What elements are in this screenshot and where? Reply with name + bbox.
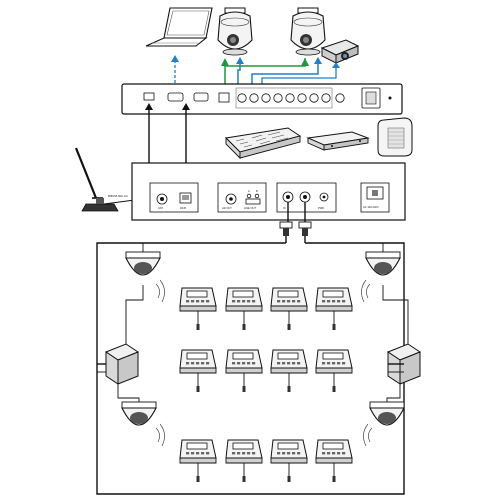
port-rj45-label: RJ45 <box>180 206 187 210</box>
port-in-label: IN <box>283 206 286 210</box>
port-ant-label: ANT <box>158 206 164 210</box>
junction-box-icon <box>97 343 140 385</box>
delegate-units <box>179 287 353 482</box>
bnc-tee-connector-left <box>279 202 293 243</box>
laptop-icon <box>145 7 213 47</box>
voting-unit-icon <box>315 287 353 330</box>
signal-waves <box>155 279 373 447</box>
voting-unit-icon <box>315 349 353 392</box>
video-port-row <box>237 93 345 103</box>
voting-unit-icon <box>225 439 263 482</box>
voting-unit-icon <box>179 439 217 482</box>
voting-unit-icon <box>270 439 308 482</box>
speaker-icon <box>377 117 413 157</box>
main-trunk-cable <box>96 242 405 495</box>
antenna-icon <box>74 147 119 212</box>
voting-unit-icon <box>225 287 263 330</box>
mixer-icon <box>224 127 302 160</box>
voting-unit-icon <box>270 287 308 330</box>
junction-box-icon <box>386 343 422 385</box>
lower-unit-rear-panel: ANT RJ45 AR OUT LINE OUT A B IN PWR AC 1… <box>131 162 406 221</box>
voting-unit-icon <box>179 349 217 392</box>
voting-unit-icon <box>315 439 353 482</box>
upper-unit-rear-panel <box>121 83 403 115</box>
port-pwr-label: PWR <box>318 206 324 210</box>
projector-blue-link <box>251 58 319 88</box>
bnc-tee-connector-right <box>298 202 312 243</box>
dome-camera-icon <box>125 251 161 276</box>
mains-label: AC 100-240V <box>363 205 379 209</box>
amplifier-icon <box>306 131 370 151</box>
port-ar-out-label: AR OUT <box>222 206 232 210</box>
voting-unit-icon <box>179 287 217 330</box>
port-b-label: B <box>256 189 258 193</box>
ptz-camera-icon <box>217 7 253 56</box>
ptz-camera-icon <box>290 7 326 56</box>
voting-unit-icon <box>225 349 263 392</box>
projector-icon <box>320 39 360 64</box>
dome-camera-icon <box>121 401 157 426</box>
dome-camera-icon <box>365 251 401 276</box>
voting-unit-icon <box>270 349 308 392</box>
port-a-label: A <box>248 189 250 193</box>
antenna-caption: 868/915 MHz Ant <box>108 194 128 198</box>
dome-camera-icon <box>369 401 405 426</box>
port-line-out-label: LINE OUT <box>244 206 256 210</box>
projector-blue-link-2 <box>261 64 337 88</box>
